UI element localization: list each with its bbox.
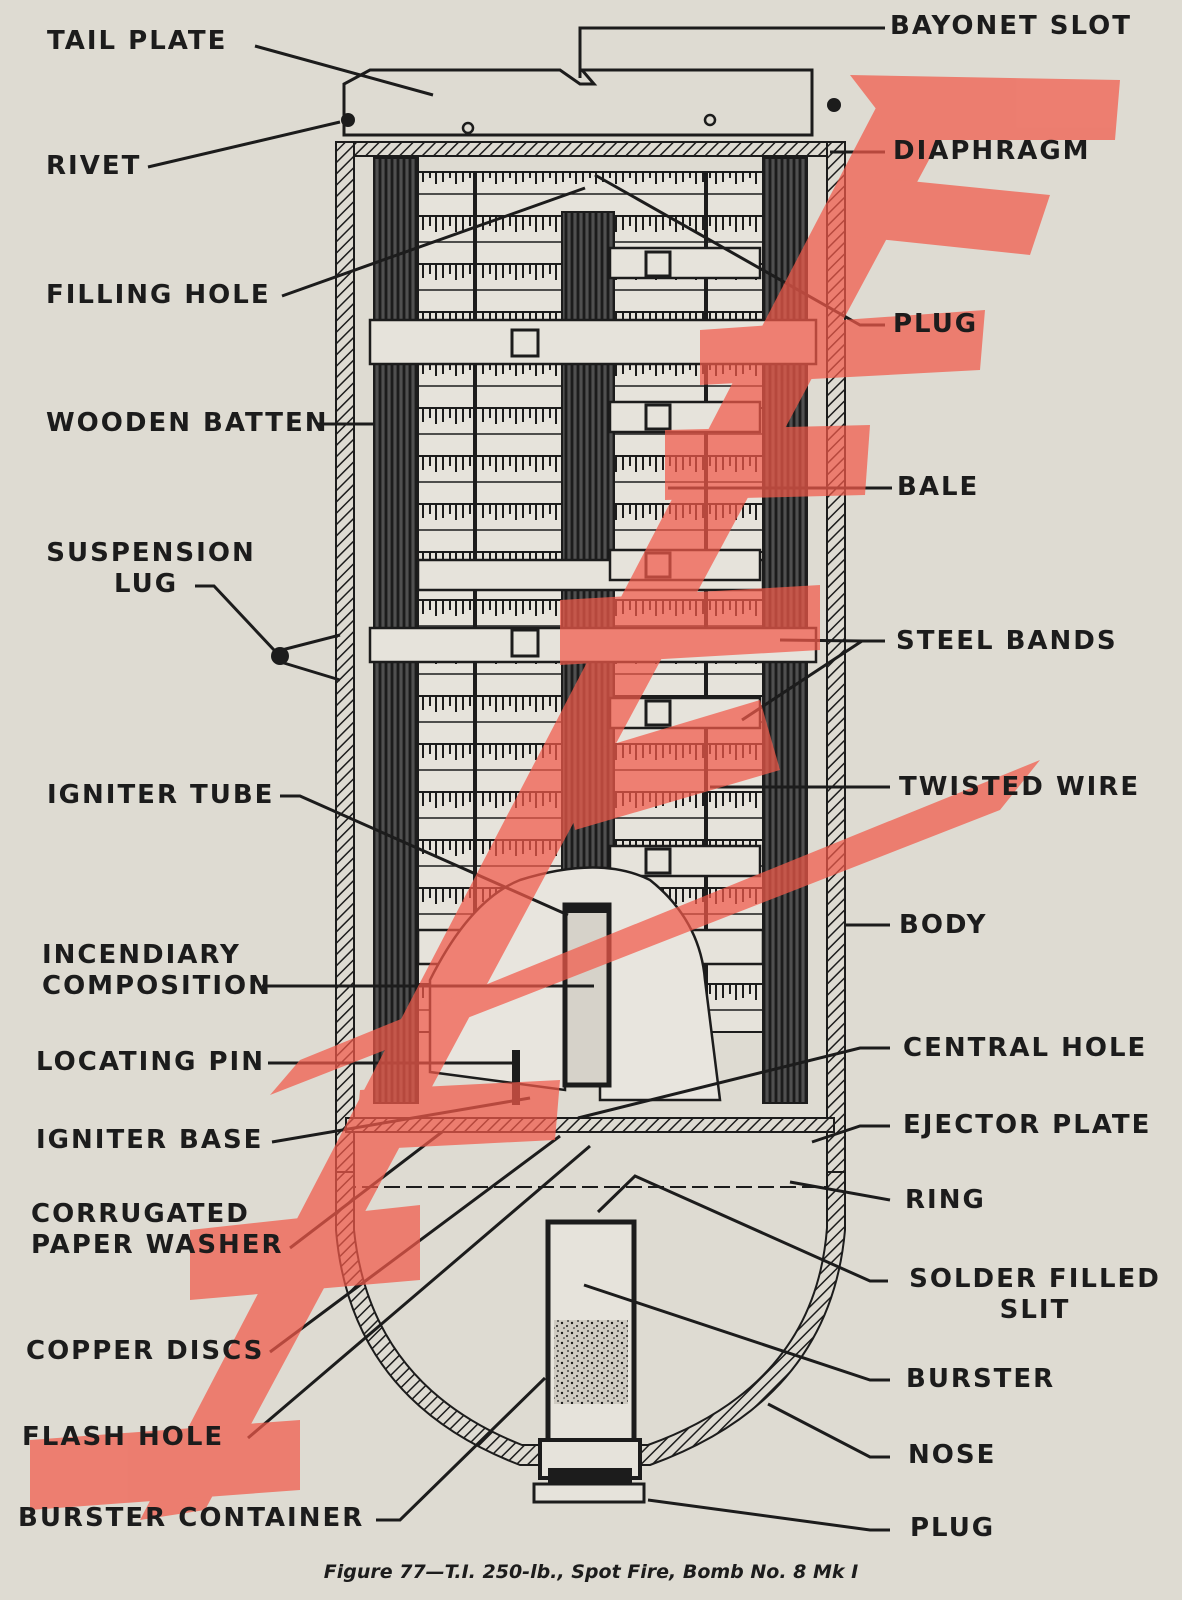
label-incendiary-line1: INCENDIARY — [42, 940, 241, 970]
label-solder-line2: SLIT — [999, 1295, 1071, 1325]
label-corrugated-line1: CORRUGATED — [31, 1199, 250, 1229]
label-copper-discs: COPPER DISCS — [26, 1336, 265, 1366]
label-tail-plate: TAIL PLATE — [47, 26, 228, 56]
label-igniter-base: IGNITER BASE — [36, 1125, 264, 1155]
label-ejector-plate: EJECTOR PLATE — [903, 1110, 1152, 1140]
label-steel-bands: STEEL BANDS — [896, 626, 1118, 656]
rivet — [341, 113, 355, 127]
label-solder-line1: SOLDER FILLED — [909, 1264, 1161, 1294]
label-filling-hole: FILLING HOLE — [46, 280, 271, 310]
label-igniter-tube: IGNITER TUBE — [47, 780, 275, 810]
label-flash-hole: FLASH HOLE — [22, 1422, 225, 1452]
label-body: BODY — [899, 910, 988, 940]
label-twisted-wire: TWISTED WIRE — [899, 772, 1141, 802]
label-suspension-lug-line1: SUSPENSION — [46, 538, 256, 568]
label-burster-container: BURSTER CONTAINER — [18, 1503, 365, 1533]
nose — [335, 1171, 846, 1466]
label-rivet: RIVET — [46, 151, 142, 181]
label-diaphragm: DIAPHRAGM — [893, 136, 1091, 166]
label-plug-top: PLUG — [893, 309, 979, 339]
label-suspension-lug-line2: LUG — [113, 569, 179, 599]
watermark — [30, 75, 1120, 1520]
figure-caption: Figure 77—T.I. 250-lb., Spot Fire, Bomb … — [323, 1561, 859, 1583]
label-incendiary-composition: INCENDIARY COMPOSITION — [42, 940, 272, 1002]
label-solder-filled-slit: SOLDER FILLED SLIT — [900, 1264, 1170, 1326]
rivet — [827, 98, 841, 112]
label-ring: RING — [905, 1185, 986, 1215]
label-suspension-lug: SUSPENSION LUG — [46, 538, 256, 600]
igniter-tube — [562, 902, 612, 1088]
label-central-hole: CENTRAL HOLE — [903, 1033, 1148, 1063]
label-burster: BURSTER — [906, 1364, 1056, 1394]
label-incendiary-line2: COMPOSITION — [42, 971, 272, 1001]
label-corrugated-line2: PAPER WASHER — [31, 1230, 284, 1260]
label-bale: BALE — [897, 472, 980, 502]
label-bayonet-slot: BAYONET SLOT — [890, 11, 1132, 41]
label-corrugated-paper-washer: CORRUGATED PAPER WASHER — [31, 1199, 284, 1261]
label-locating-pin: LOCATING PIN — [36, 1047, 265, 1077]
label-nose: NOSE — [908, 1440, 997, 1470]
burster-container — [532, 1219, 646, 1504]
label-wooden-batten: WOODEN BATTEN — [46, 408, 329, 438]
locating-pin — [512, 1050, 520, 1105]
label-plug-bottom: PLUG — [910, 1513, 996, 1543]
tail-plate — [342, 68, 814, 137]
diaphragm — [345, 141, 837, 157]
